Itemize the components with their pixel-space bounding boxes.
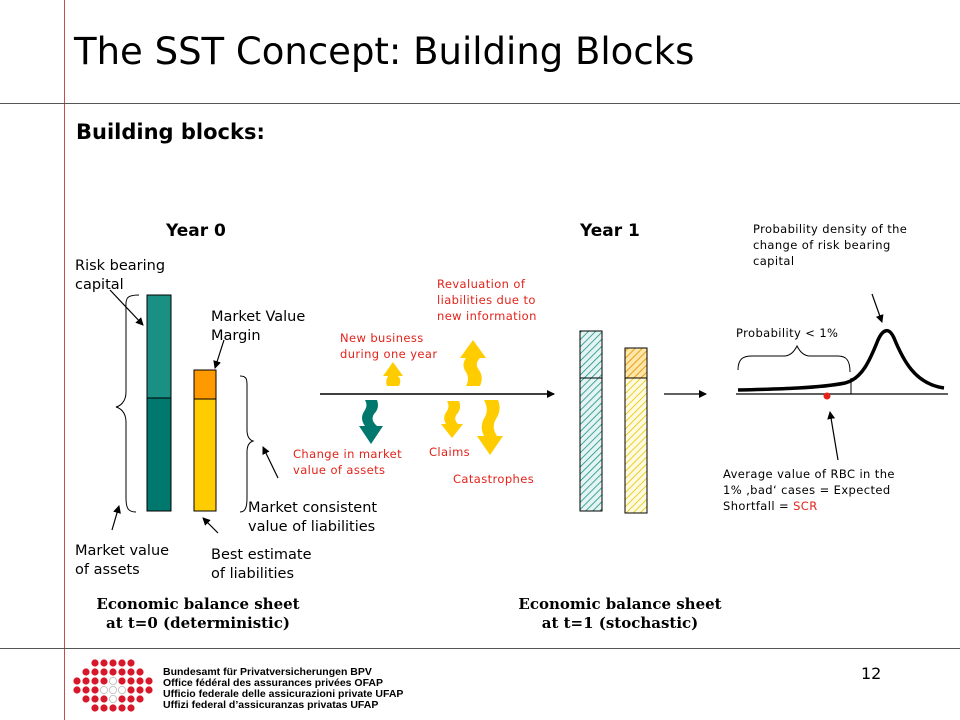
year-1-label: Year 1: [580, 221, 640, 241]
slide-title: The SST Concept: Building Blocks: [74, 30, 695, 73]
scr-label: SCR: [793, 499, 818, 513]
assets-brace: [115, 294, 140, 513]
catastrophes-label: Catastrophes: [453, 472, 535, 486]
probability-label: Probability < 1%: [736, 326, 839, 340]
risk-capital-arrow: [109, 289, 144, 326]
title-divider: [0, 103, 960, 104]
bpv-logo-mark: [73, 659, 153, 712]
mvm-arrow: [213, 339, 225, 369]
density-curve: [737, 329, 945, 392]
liabilities-brace: [239, 375, 255, 513]
market-consistent-arrow: [262, 446, 279, 479]
assets-bar-t1: [579, 330, 603, 512]
slide-subtitle: Building blocks:: [76, 120, 265, 144]
left-red-rule: [64, 0, 65, 720]
prob-density-arrow: [871, 293, 884, 323]
best-estimate-arrow: [202, 517, 219, 534]
page-number: 12: [861, 664, 882, 683]
footer-divider: [0, 648, 960, 649]
new-business-arrow: [383, 362, 403, 386]
claims-label: Claims: [429, 445, 471, 459]
average-value-arrow: [827, 411, 839, 461]
liabilities-bar-t0: [193, 369, 217, 512]
market-value-assets-arrow: [111, 505, 121, 531]
catastrophes-arrow: [477, 400, 503, 455]
revaluation-arrow: [460, 340, 486, 386]
change-market-value-arrow: [359, 400, 383, 444]
year-0-label: Year 0: [166, 221, 226, 241]
claims-arrow: [441, 401, 463, 438]
tail-brace: [737, 344, 851, 373]
liabilities-bar-t1: [624, 347, 648, 514]
assets-bar-t0: [146, 294, 172, 512]
expected-shortfall-dot: [823, 392, 831, 400]
